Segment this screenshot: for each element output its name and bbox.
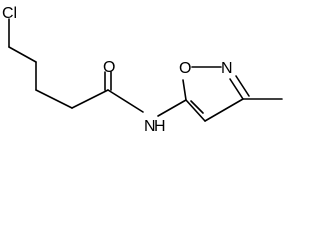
amide-hydrogen-label: H (154, 118, 166, 135)
bond-ring-n-c3-1 (229, 78, 244, 100)
bond-c1-c2 (8, 46, 37, 63)
ring-nitrogen-label: N (221, 60, 233, 77)
bond-nh-ring (157, 99, 187, 117)
bond-ring-c4-c5-2 (190, 100, 204, 114)
bond-c3-c4 (35, 89, 73, 109)
carbonyl-oxygen-label: O (103, 59, 115, 76)
bond-c4-carbonyl (71, 89, 109, 109)
bond-ring-c3-c4 (204, 98, 244, 122)
bond-ring-c4-c5-1 (185, 99, 206, 122)
bond-ring-c5-o (182, 79, 187, 101)
ring-oxygen-label: O (179, 60, 191, 77)
bond-carbonyl-nh (107, 89, 144, 113)
amide-nitrogen-label: N (144, 118, 156, 135)
bond-ring-n-c3-2 (235, 75, 250, 97)
molecule-structure: Cl O N H O N (2, 5, 283, 135)
chlorine-label: Cl (2, 5, 17, 22)
